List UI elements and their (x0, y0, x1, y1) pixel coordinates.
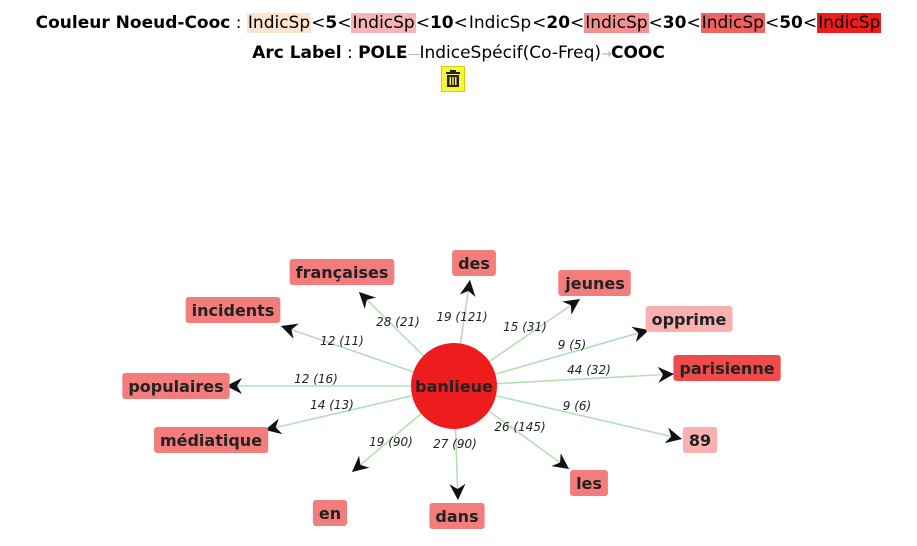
node-box (452, 250, 496, 276)
legend-threshold: 10 (429, 13, 454, 33)
node-label: françaises (296, 263, 389, 282)
graph-node[interactable]: 89 (682, 427, 718, 453)
edge-label: 9 (5) (558, 338, 586, 352)
node-box (312, 500, 348, 526)
legend-operator: < (686, 13, 701, 33)
legend-operator: < (415, 13, 430, 33)
node-box (185, 297, 281, 323)
node-label: médiatique (160, 431, 262, 450)
node-label: 89 (689, 431, 711, 450)
legend-operator: < (802, 13, 818, 33)
graph-node[interactable]: médiatique (153, 427, 269, 453)
edge-label: 27 (90) (433, 437, 477, 451)
node-label: dans (435, 507, 478, 526)
node-label: incidents (192, 301, 275, 320)
node-color-legend: Couleur Noeud-Cooc : IndicSp<5<IndicSp<1… (35, 13, 882, 33)
legend-operator: < (764, 13, 780, 33)
edge-label: 9 (6) (563, 399, 591, 413)
legend-threshold: 20 (546, 13, 571, 33)
legend-swatch: IndicSp (351, 13, 416, 33)
node-box (289, 259, 395, 285)
legend-threshold: 50 (779, 13, 803, 33)
edge-label: 12 (11) (320, 334, 364, 348)
graph-node[interactable]: les (570, 470, 608, 496)
arc-middle: IndiceSpécif(Co-Freq) (419, 43, 602, 63)
arc-cooc: COOC (610, 43, 665, 63)
legend-operator: < (337, 13, 352, 33)
node-label: les (576, 474, 602, 493)
node-label: en (319, 504, 341, 523)
edge-label: 14 (13) (310, 398, 354, 412)
legend-swatch: IndicSp (700, 13, 765, 33)
node-label: populaires (128, 377, 223, 396)
graph-node[interactable]: des (452, 250, 496, 276)
graph-node[interactable]: parisienne (673, 355, 781, 381)
node-box (645, 306, 733, 332)
legend-swatch: IndicSp (584, 13, 649, 33)
node-box (153, 427, 269, 453)
graph-node[interactable]: incidents (185, 297, 281, 323)
legend-items: IndicSp<5<IndicSp<10<IndicSp<20<IndicSp<… (246, 13, 882, 33)
node-label: des (458, 254, 490, 273)
node-box (558, 270, 631, 296)
legend-swatch: IndicSp (246, 13, 312, 33)
center-node-label: banlieue (415, 377, 493, 396)
node-box (682, 427, 718, 453)
graph-node[interactable]: en (312, 500, 348, 526)
legend-swatch: IndicSp (817, 13, 882, 33)
trash-icon (446, 70, 460, 87)
arc-label-legend: Arc Label : POLE—IndiceSpécif(Co-Freq)→C… (252, 43, 665, 63)
graph-node[interactable]: jeunes (558, 270, 631, 296)
node-box (673, 355, 781, 381)
node-box (429, 503, 485, 529)
legend-threshold: 30 (662, 13, 687, 33)
legend-title: Couleur Noeud-Cooc (35, 13, 231, 33)
legend-operator: < (532, 13, 547, 33)
graph-node[interactable]: françaises (289, 259, 395, 285)
edge-label: 19 (121) (436, 310, 487, 324)
node-label: parisienne (679, 359, 774, 378)
legend-threshold: 5 (325, 13, 338, 33)
arc-label-title: Arc Label (252, 43, 342, 63)
edge-label: 12 (16) (294, 372, 338, 386)
node-label: jeunes (564, 274, 625, 293)
arc-connector-icon: — (407, 47, 420, 62)
edge-label: 15 (31) (503, 320, 547, 334)
edge-label: 19 (90) (369, 435, 413, 449)
arc-arrow-icon: → (601, 47, 612, 62)
legend-operator: < (648, 13, 663, 33)
edge-label: 26 (145) (494, 420, 545, 434)
graph-node[interactable]: populaires (122, 373, 230, 399)
center-node[interactable] (411, 343, 497, 429)
legend-operator: < (453, 13, 468, 33)
delete-button[interactable] (441, 66, 465, 92)
graph-node[interactable]: opprime (645, 306, 733, 332)
graph-node[interactable]: dans (429, 503, 485, 529)
node-box (122, 373, 230, 399)
legend-operator: < (311, 13, 326, 33)
node-label: opprime (652, 310, 727, 329)
edge-label: 44 (32) (567, 363, 611, 377)
legend-swatch: IndicSp (467, 13, 533, 33)
arc-pole: POLE (358, 43, 408, 63)
node-box (570, 470, 608, 496)
edge-label: 28 (21) (376, 315, 420, 329)
legend-operator: < (570, 13, 585, 33)
